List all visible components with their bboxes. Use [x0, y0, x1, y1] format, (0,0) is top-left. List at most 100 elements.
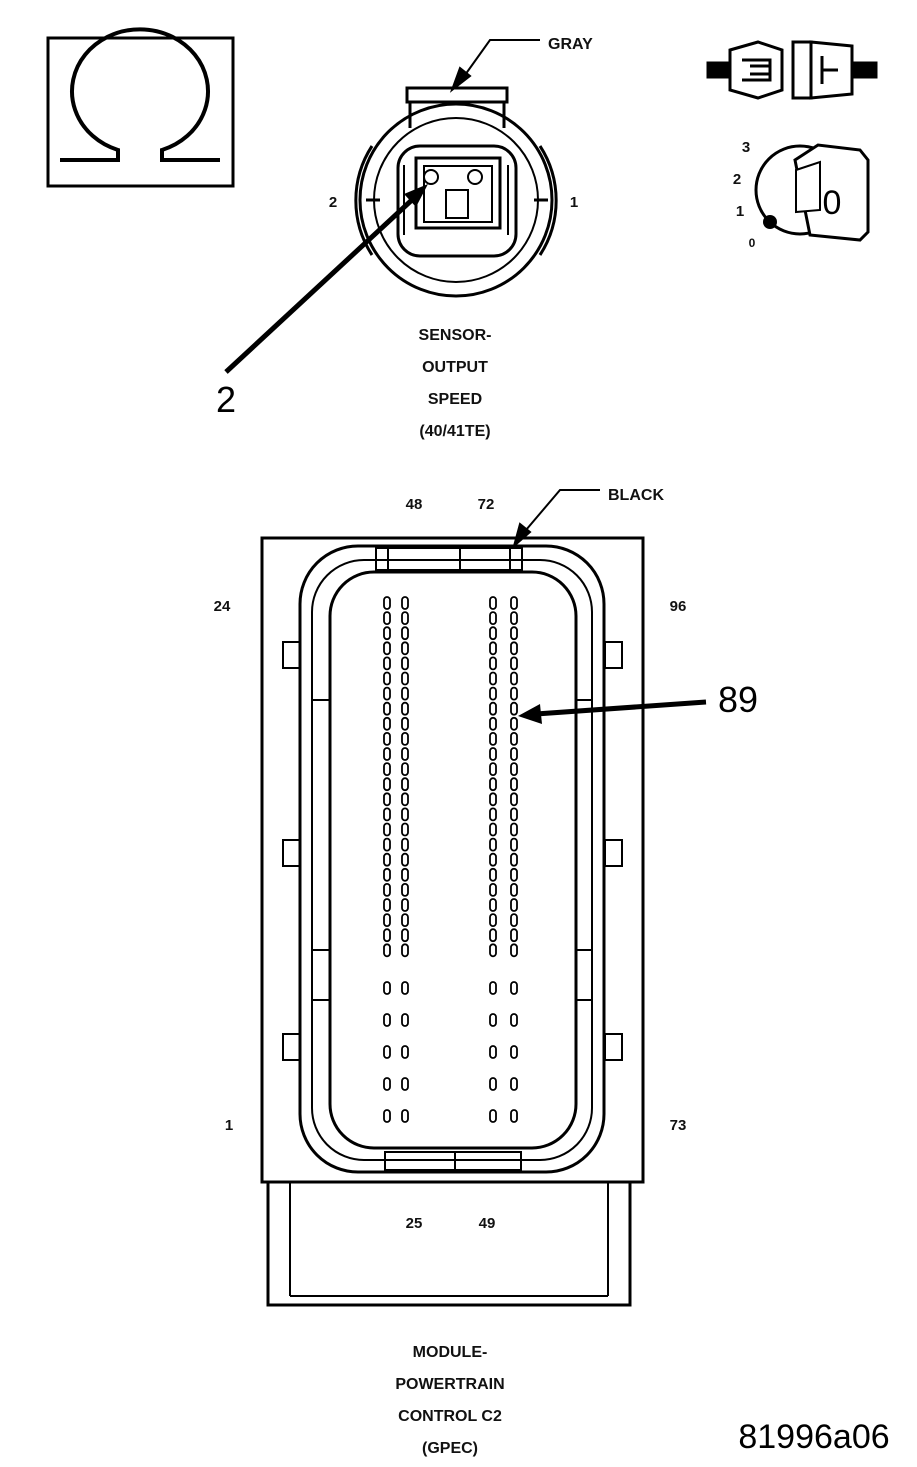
pin-cavity	[489, 686, 497, 701]
pin-cavity	[383, 641, 391, 656]
pin-cavity	[489, 641, 497, 656]
pin-cavity	[401, 792, 409, 807]
pin-cavity	[383, 716, 391, 731]
module-title-line-2: POWERTRAIN	[395, 1376, 504, 1393]
ignition-key-label: 0	[823, 184, 842, 222]
pin-cavity	[401, 807, 409, 822]
pin-cavity	[489, 913, 497, 927]
pin-cavity	[489, 928, 497, 943]
sensor-color-leader	[449, 39, 540, 93]
pin-cavity	[489, 1045, 497, 1059]
module-color-label: BLACK	[608, 487, 664, 504]
module-callout-number: 89	[718, 679, 758, 720]
pin-cavity	[401, 611, 409, 625]
pin-cavity	[383, 596, 391, 610]
pin-cavity	[510, 641, 518, 656]
pin-cavity	[401, 596, 409, 610]
pin-cavity	[510, 943, 518, 958]
pin-cavity	[510, 792, 518, 807]
pin-cavity	[401, 641, 409, 656]
pin-cavity	[383, 626, 391, 641]
pin-cavity	[401, 732, 409, 746]
sensor-title-line-2: OUTPUT	[422, 359, 488, 376]
pin-cavity	[510, 1109, 518, 1123]
pin-cavity	[401, 626, 409, 641]
sensor-connector	[354, 86, 558, 298]
pin-cavity	[489, 747, 497, 761]
pin-cavity	[510, 596, 518, 610]
pin-cavity	[401, 777, 409, 792]
pin-cavity	[383, 777, 391, 792]
pin-cavity	[401, 762, 409, 776]
pin-cavity	[383, 807, 391, 822]
module-pin-label-49: 49	[479, 1215, 496, 1232]
pin-cavity	[510, 852, 518, 867]
pin-cavity	[489, 596, 497, 610]
pin-cavity	[510, 928, 518, 943]
pin-cavity	[401, 837, 409, 852]
pin-cavity	[489, 777, 497, 792]
sensor-callout-arrow	[224, 184, 428, 374]
pin-cavity	[489, 671, 497, 686]
module-pin-label-73: 73	[670, 1117, 687, 1134]
pin-cavity	[489, 732, 497, 746]
module-title-line-4: (GPEC)	[422, 1440, 478, 1457]
sensor-color-label: GRAY	[548, 36, 593, 53]
pin-cavity	[510, 656, 518, 671]
pin-cavity	[489, 807, 497, 822]
pin-cavity	[383, 913, 391, 927]
pin-cavity	[510, 1077, 518, 1091]
pin-cavity	[489, 822, 497, 837]
module-pin-label-96: 96	[670, 598, 687, 615]
pin-cavity	[489, 867, 497, 882]
module-color-leader	[512, 489, 600, 549]
pin-cavity	[401, 686, 409, 701]
pin-cavity	[510, 611, 518, 625]
pin-cavity	[401, 1109, 409, 1123]
pin-cavity	[510, 913, 518, 927]
pin-cavity	[489, 792, 497, 807]
pin-cavity	[489, 852, 497, 867]
pin-cavity	[383, 928, 391, 943]
pin-cavity	[510, 1045, 518, 1059]
pin-cavity	[510, 867, 518, 882]
module-connector	[260, 536, 645, 1307]
pin-cavity	[489, 1109, 497, 1123]
pin-cavity	[401, 656, 409, 671]
pin-cavity	[489, 898, 497, 912]
pin-cavity	[383, 1109, 391, 1123]
pin-cavity	[489, 883, 497, 897]
module-pin-label-25: 25	[406, 1215, 423, 1232]
module-title-line-3: CONTROL C2	[398, 1408, 502, 1425]
pin-cavity	[489, 1013, 497, 1027]
pin-cavity	[510, 671, 518, 686]
pin-cavity	[401, 981, 409, 995]
module-pin-label-1: 1	[225, 1117, 233, 1134]
sensor-title-line-4: (40/41TE)	[419, 423, 490, 440]
pin-cavity	[510, 981, 518, 995]
pin-cavity	[383, 762, 391, 776]
ignition-position-2: 2	[733, 171, 741, 188]
sensor-pin-left-label: 2	[329, 194, 337, 211]
module-title-line-1: MODULE-	[413, 1344, 488, 1361]
pin-cavity	[383, 822, 391, 837]
pin-cavity	[383, 1045, 391, 1059]
pin-cavity	[489, 626, 497, 641]
pin-cavity	[510, 626, 518, 641]
pin-cavity	[383, 837, 391, 852]
pin-cavity	[401, 1045, 409, 1059]
pin-cavity	[401, 852, 409, 867]
pin-cavity	[401, 822, 409, 837]
ignition-key-icon: 0 3 2 1 0	[733, 139, 870, 250]
pin-cavity	[401, 898, 409, 912]
pin-cavity	[489, 943, 497, 958]
pin-cavity	[489, 837, 497, 852]
pin-cavity	[383, 792, 391, 807]
pin-cavity	[510, 1013, 518, 1027]
pin-cavity	[383, 732, 391, 746]
pin-cavity	[401, 701, 409, 716]
pin-cavity	[401, 1013, 409, 1027]
pin-cavity	[383, 1077, 391, 1091]
module-pin-cavities	[383, 596, 518, 1123]
